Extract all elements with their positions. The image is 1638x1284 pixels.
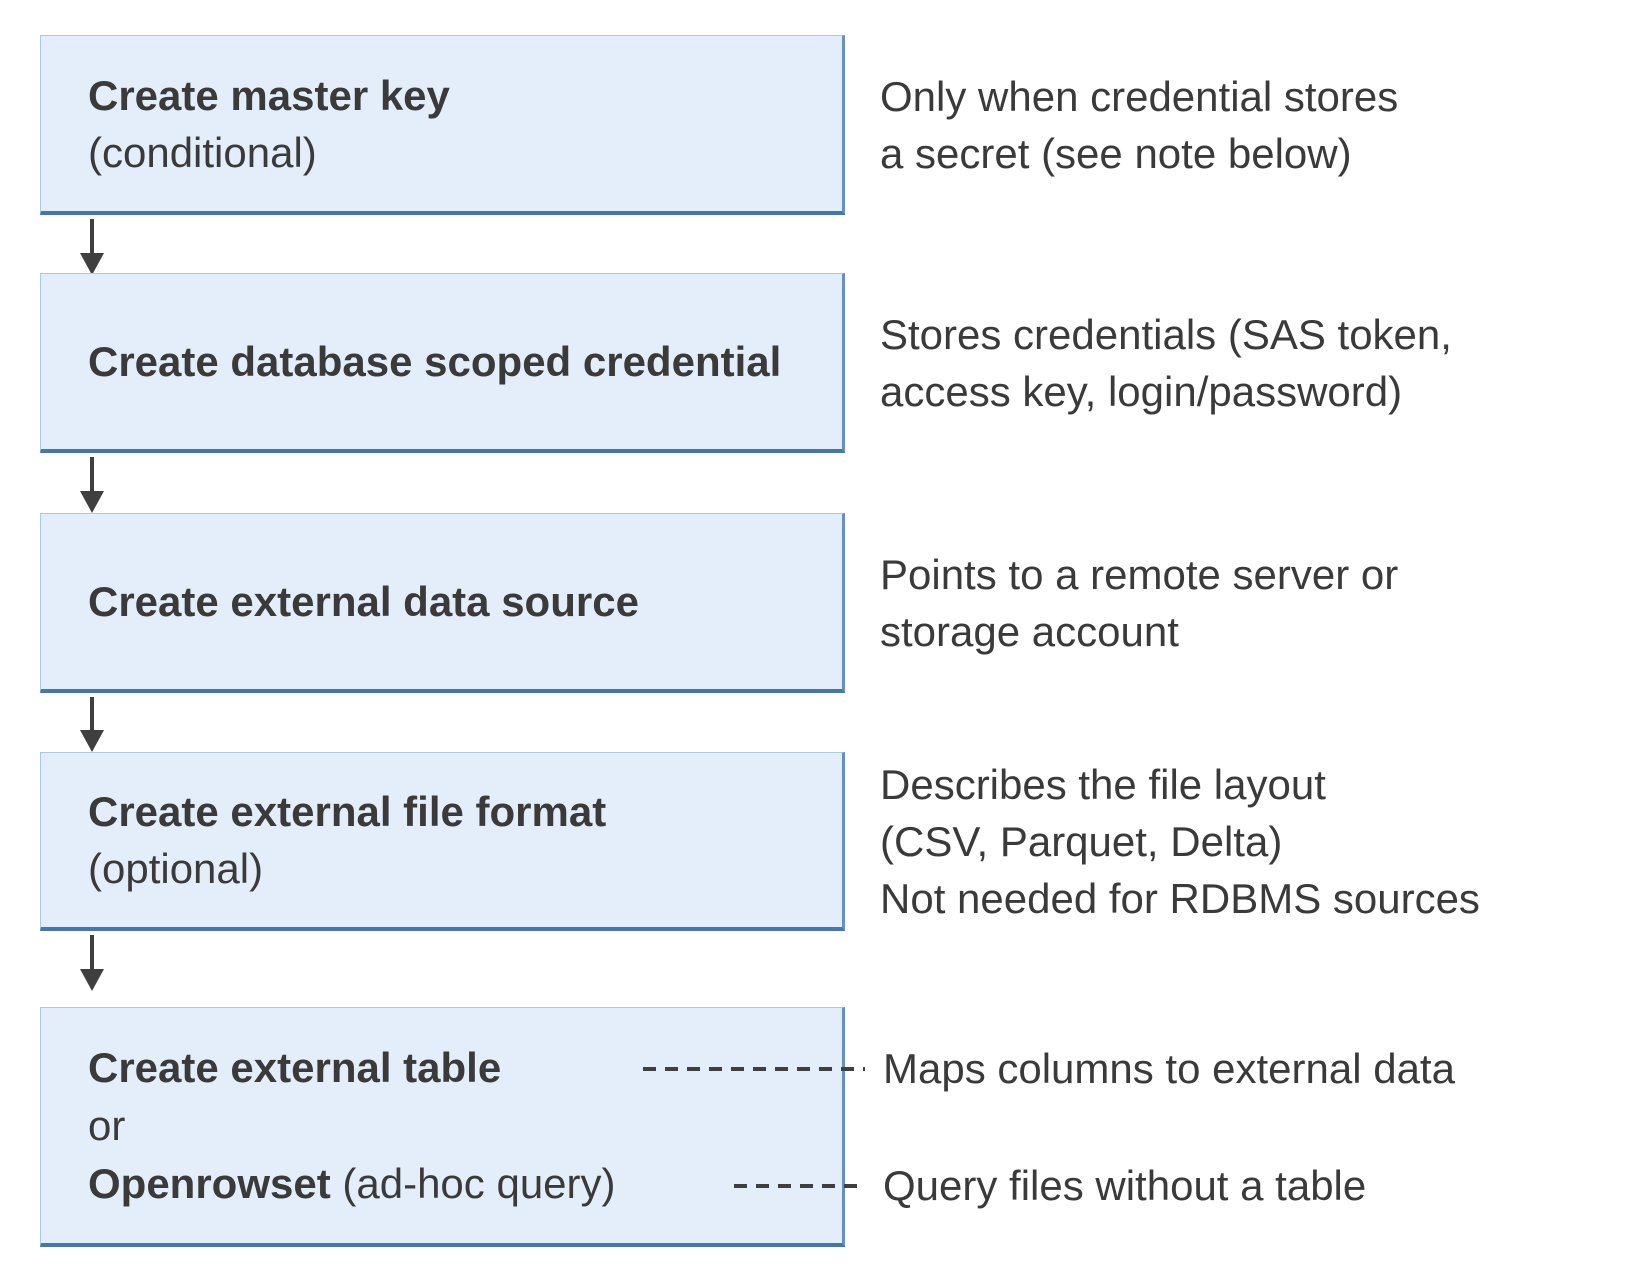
step-title: Create external file format <box>88 788 607 835</box>
note-line: Points to a remote server or <box>880 551 1399 598</box>
note-line: Only when credential stores <box>880 73 1399 120</box>
step-box-create-database-scoped-credential: Create database scoped credential <box>40 273 845 453</box>
note-database-scoped-credential: Stores credentials (SAS token, access ke… <box>880 273 1625 453</box>
dashed-connector-external-table <box>643 1067 865 1071</box>
step-title: Create external table <box>88 1043 502 1091</box>
step-alt-suffix: (ad-hoc query) <box>330 1159 616 1207</box>
step-box-text: Create database scoped credential <box>41 333 801 390</box>
note-line: a secret (see note below) <box>880 130 1352 177</box>
note-external-data-source: Points to a remote server or storage acc… <box>880 513 1625 693</box>
note-line: access key, login/password) <box>880 368 1403 415</box>
down-arrow <box>80 457 104 513</box>
step-box-create-external-table-or-openrowset: Create external table or Openrowset (ad-… <box>40 1007 845 1247</box>
arrow-shaft <box>90 697 94 730</box>
arrow-head <box>80 969 104 991</box>
step-box-create-master-key: Create master key (conditional) <box>40 35 845 215</box>
down-arrow <box>80 219 104 275</box>
arrow-shaft <box>90 457 94 491</box>
step-subtitle: (conditional) <box>88 128 317 176</box>
step-subtitle: (optional) <box>88 845 264 892</box>
step-box-text: Create external table or Openrowset (ad-… <box>41 1039 636 1213</box>
step-alt-line: Openrowset (ad-hoc query) <box>88 1155 616 1213</box>
step-box-text: Create external data source <box>41 573 659 630</box>
step-title: Create master key <box>88 71 450 119</box>
step-box-create-external-data-source: Create external data source <box>40 513 845 693</box>
note-line: storage account <box>880 608 1179 655</box>
step-box-text: Create master key (conditional) <box>41 67 470 181</box>
arrow-shaft <box>90 935 94 969</box>
step-or-label: or <box>88 1101 126 1149</box>
step-box-text: Create external file format (optional) <box>41 783 626 897</box>
note-line: Not needed for RDBMS sources <box>880 875 1480 922</box>
callout-maps-columns: Maps columns to external data <box>883 1045 1455 1092</box>
step-title: Create external data source <box>88 578 639 625</box>
dashed-connector-openrowset <box>734 1184 865 1188</box>
arrow-head <box>80 730 104 752</box>
arrow-shaft <box>90 219 94 253</box>
arrow-head <box>80 491 104 513</box>
arrow-head <box>80 253 104 275</box>
note-line: Stores credentials (SAS token, <box>880 311 1452 358</box>
note-master-key: Only when credential stores a secret (se… <box>880 35 1625 215</box>
note-line: (CSV, Parquet, Delta) <box>880 818 1283 865</box>
down-arrow <box>80 935 104 991</box>
callout-query-files: Query files without a table <box>883 1162 1367 1209</box>
down-arrow <box>80 697 104 752</box>
note-external-file-format: Describes the file layout (CSV, Parquet,… <box>880 752 1625 931</box>
note-line: Describes the file layout <box>880 761 1326 808</box>
step-title: Create database scoped credential <box>88 338 782 385</box>
step-box-create-external-file-format: Create external file format (optional) <box>40 752 845 931</box>
step-alt-title: Openrowset <box>88 1159 331 1207</box>
